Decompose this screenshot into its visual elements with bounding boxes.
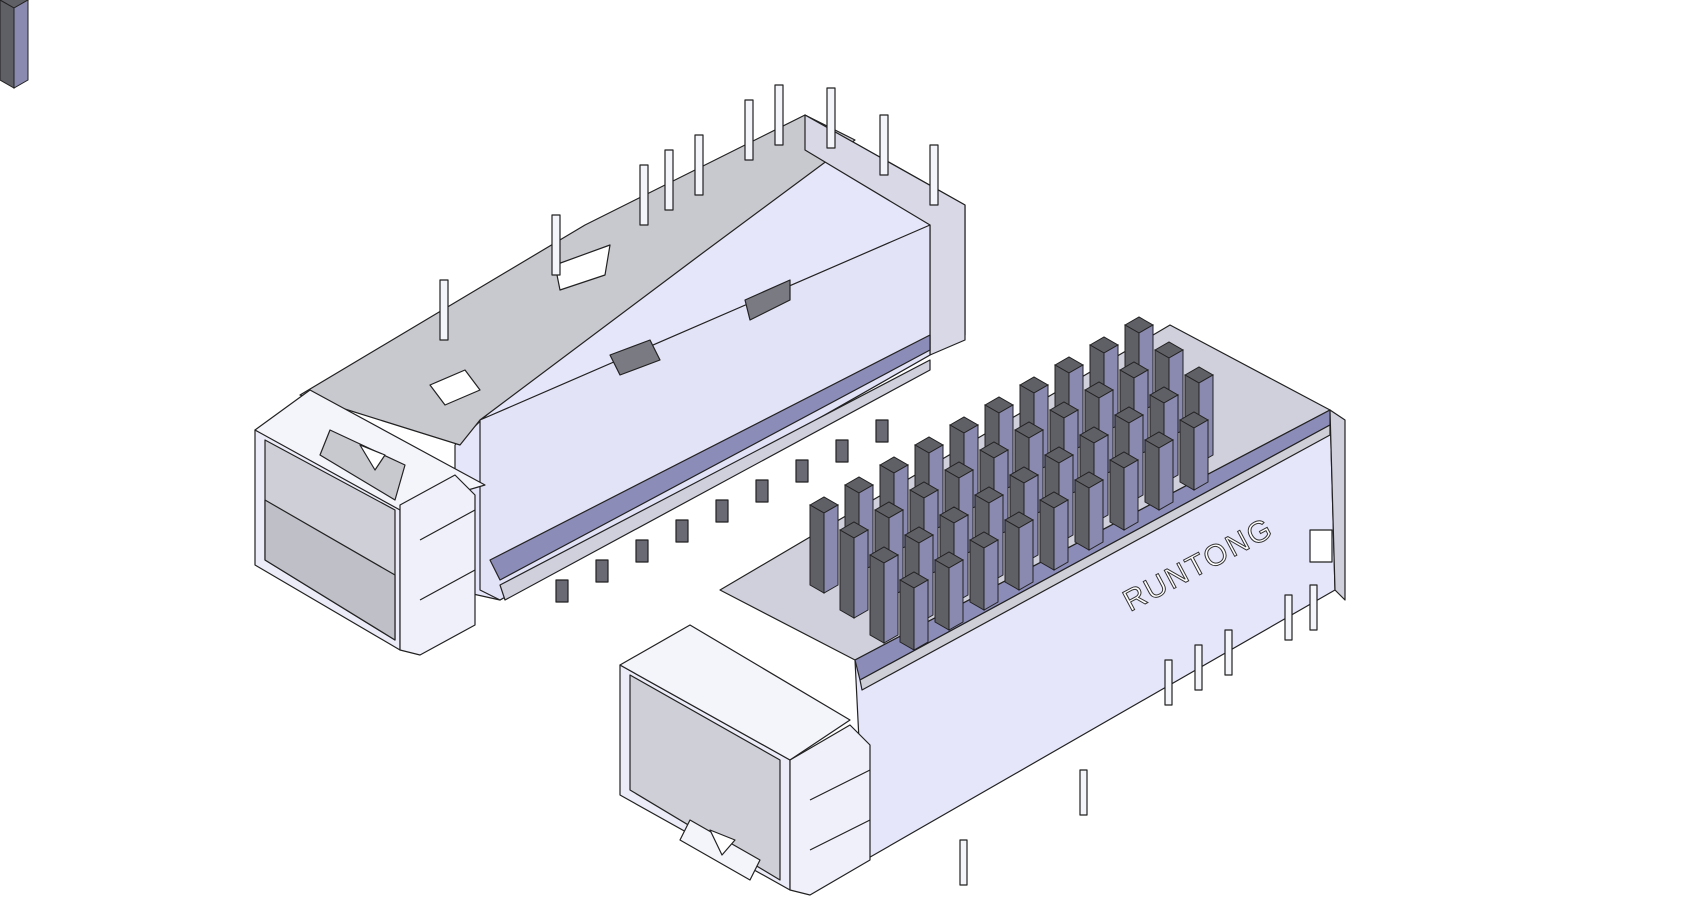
left-cage	[254, 84, 966, 656]
heatsink	[0, 0, 30, 89]
heatsink-fins	[808, 316, 1215, 651]
